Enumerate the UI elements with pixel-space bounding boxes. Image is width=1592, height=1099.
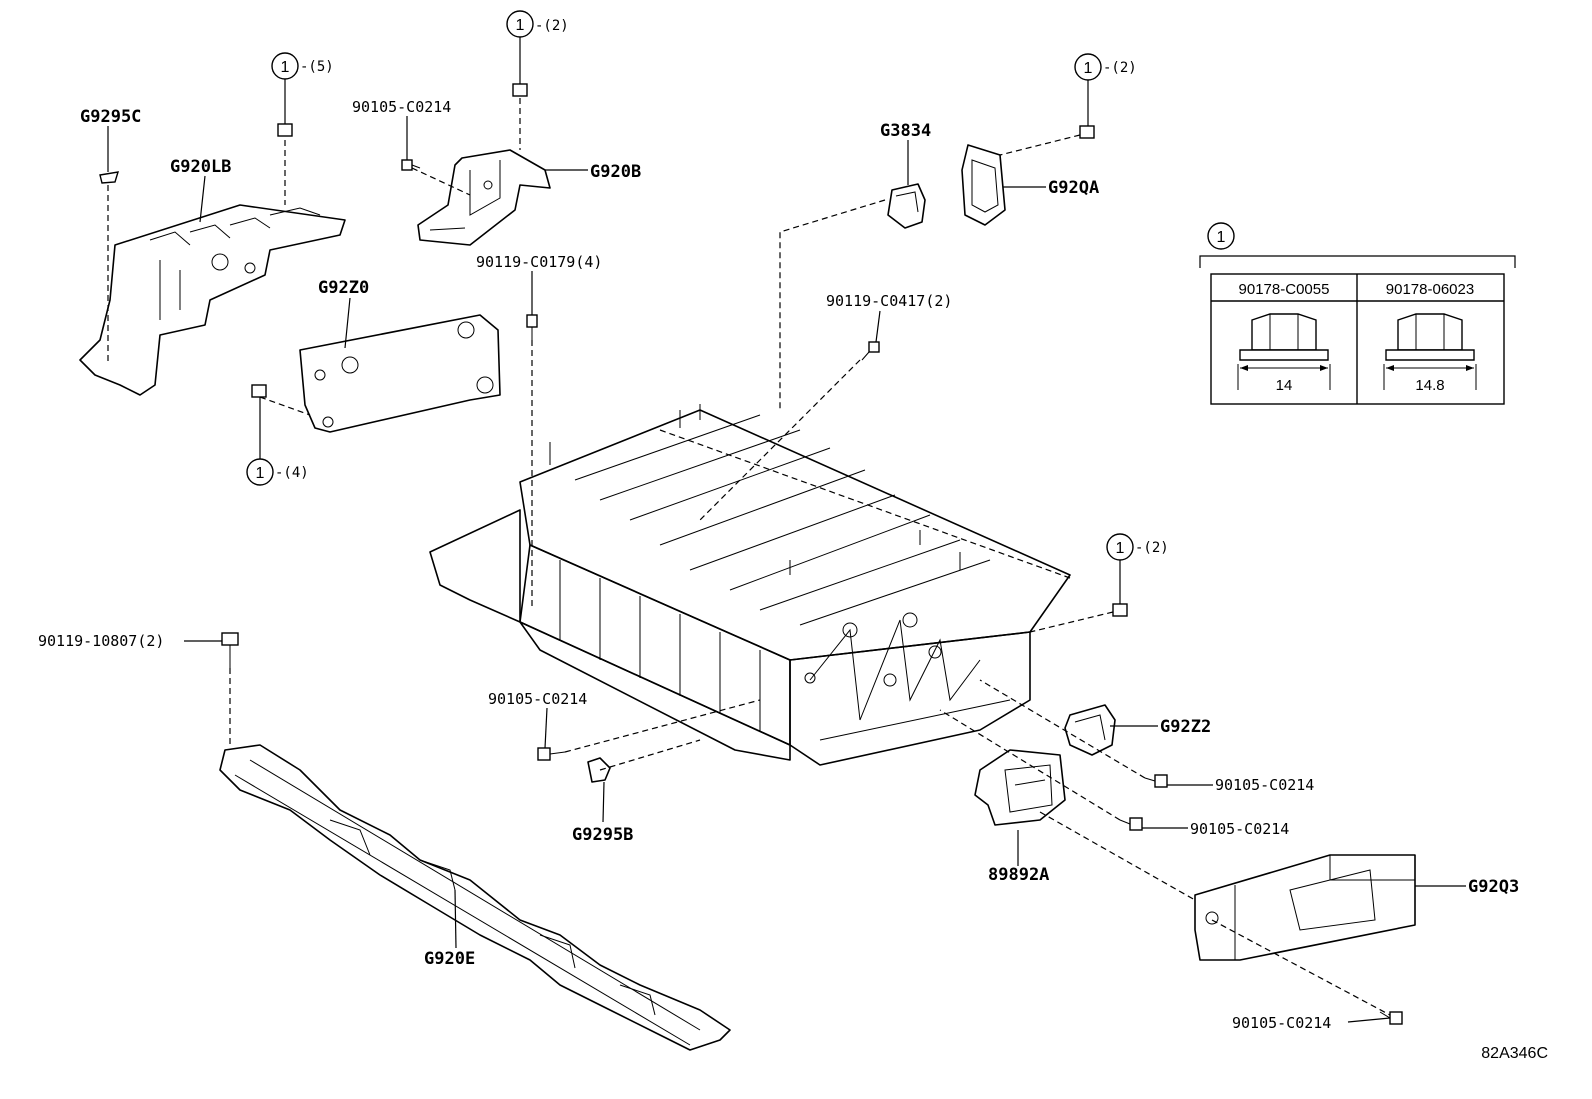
- clip-icon-g9295c: [99, 171, 119, 184]
- bolt-icon-10807: [221, 632, 239, 668]
- flange-nut-icon: [1385, 313, 1475, 361]
- label-g9295c[interactable]: G9295C: [80, 107, 141, 127]
- callout-circle: [246, 458, 274, 486]
- bolt-icon-0214b: [537, 747, 566, 761]
- diagram-code: 82A346C: [1481, 1045, 1548, 1062]
- callout-circle: [271, 52, 299, 80]
- label-bolt-0214-b[interactable]: 90105-C0214: [488, 690, 587, 708]
- callout-quantity: -(5): [300, 59, 334, 75]
- label-bolt-0214-d[interactable]: 90105-C0214: [1190, 820, 1289, 838]
- nut-icon-q5: [277, 123, 293, 137]
- leader-lines: [107, 37, 1466, 1023]
- label-g92qa[interactable]: G92QA: [1048, 178, 1099, 198]
- assembly-lines: [107, 98, 1391, 1016]
- label-bolt-10807[interactable]: 90119-10807(2): [38, 632, 164, 650]
- bolt-icon-0214d: [1119, 817, 1143, 831]
- nut-icon-top: [512, 83, 528, 97]
- callout-q2-mid: 1 -(2): [1106, 533, 1169, 561]
- label-bolt-0214-c[interactable]: 90105-C0214: [1215, 776, 1314, 794]
- callout-quantity: -(4): [275, 465, 309, 481]
- callout-quantity: -(2): [535, 18, 569, 34]
- callout-circle: [1106, 533, 1134, 561]
- part-g92z0: [299, 314, 501, 433]
- label-g92z2[interactable]: G92Z2: [1160, 717, 1211, 737]
- callout-symbol: 1: [256, 465, 265, 482]
- callout-quantity: -(2): [1103, 60, 1137, 76]
- bolt-icon-0214e: [1379, 1011, 1403, 1025]
- table-callout-circle: [1207, 222, 1235, 250]
- table-part-no-1: 90178-C0055: [1239, 281, 1330, 298]
- label-bolt-0214-e[interactable]: 90105-C0214: [1232, 1014, 1331, 1032]
- table-part-no-2: 90178-06023: [1386, 281, 1474, 298]
- callout-symbol: 1: [281, 59, 290, 76]
- flange-nut-icon: [1239, 313, 1329, 361]
- label-g9295b[interactable]: G9295B: [572, 825, 633, 845]
- table-callout-symbol: 1: [1217, 229, 1226, 246]
- callout-q2-top: 1 -(2): [506, 10, 569, 38]
- nut-icon-right: [1079, 125, 1095, 139]
- table-width-1: 14: [1276, 377, 1293, 394]
- label-bolt-0179[interactable]: 90119-C0179(4): [476, 253, 602, 271]
- table-width-2: 14.8: [1415, 377, 1444, 394]
- callout-q2-right: 1 -(2): [1074, 53, 1137, 81]
- label-g3834[interactable]: G3834: [880, 121, 931, 141]
- nut-icon-mid: [1112, 603, 1128, 617]
- nut-reference-table: 1 90178-C0055 90178-06023 14 14.8: [1199, 222, 1516, 405]
- label-g920b[interactable]: G920B: [590, 162, 641, 182]
- callout-q4: 1 -(4): [246, 458, 309, 486]
- battery-pack-assembly: [429, 404, 1071, 766]
- callout-symbol: 1: [1116, 540, 1125, 557]
- callout-symbol: 1: [1084, 60, 1093, 77]
- label-g92z0[interactable]: G92Z0: [318, 278, 369, 298]
- part-g920lb: [79, 204, 346, 396]
- part-g92qa: [961, 144, 1006, 226]
- label-bolt-0417[interactable]: 90119-C0417(2): [826, 292, 952, 310]
- callout-symbol: 1: [516, 17, 525, 34]
- bolt-icon-0214c: [1144, 774, 1168, 788]
- part-g3834: [887, 183, 926, 229]
- part-89892a: [974, 749, 1066, 826]
- callout-circle: [506, 10, 534, 38]
- part-g920e: [219, 744, 731, 1051]
- part-g9295b: [587, 757, 611, 783]
- label-89892a[interactable]: 89892A: [988, 865, 1049, 885]
- part-g92q3: [1194, 854, 1416, 961]
- callout-q5: 1 -(5): [271, 52, 334, 80]
- label-g92q3[interactable]: G92Q3: [1468, 877, 1519, 897]
- part-g92z2: [1064, 704, 1116, 756]
- label-g920lb[interactable]: G920LB: [170, 157, 231, 177]
- callout-quantity: -(2): [1135, 540, 1169, 556]
- label-bolt-0214-a[interactable]: 90105-C0214: [352, 98, 451, 116]
- part-g920b: [417, 149, 551, 246]
- label-g920e[interactable]: G920E: [424, 949, 475, 969]
- bolt-icon-0417: [861, 341, 880, 361]
- bolt-icon-0214a: [401, 159, 421, 171]
- bolt-icon-0179: [526, 314, 538, 340]
- nut-icon-q4: [251, 384, 267, 398]
- callout-circle: [1074, 53, 1102, 81]
